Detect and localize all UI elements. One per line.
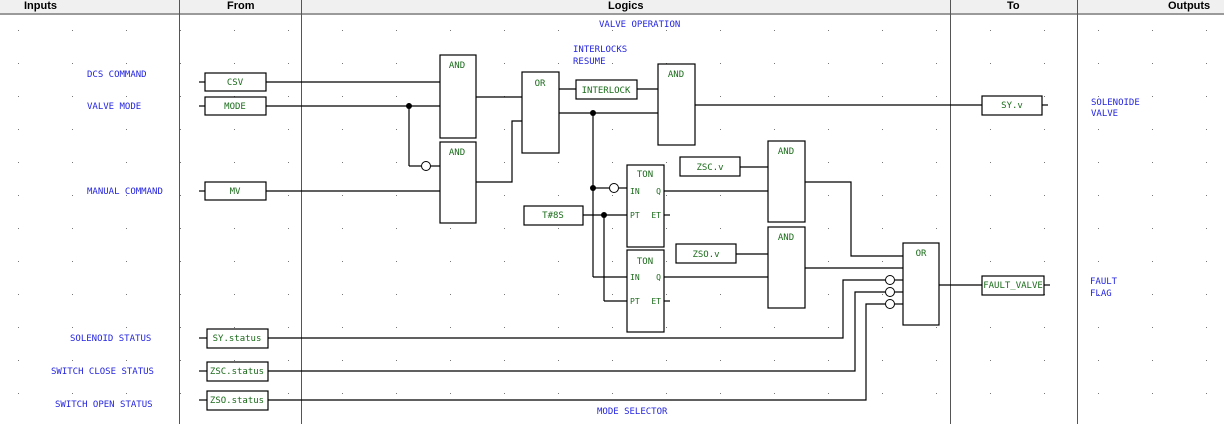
or-gate-2-label: OR xyxy=(916,249,927,259)
output-label-valve: VALVE xyxy=(1091,109,1118,119)
fault-valve-text: FAULT_VALVE xyxy=(983,281,1043,291)
and-gate-2[interactable] xyxy=(439,141,477,224)
sy-v-text: SY.v xyxy=(1001,101,1023,111)
header-logics[interactable]: Logics xyxy=(608,0,644,12)
and-gate-4-label: AND xyxy=(778,147,794,157)
and-gate-1[interactable] xyxy=(439,54,477,139)
and-gate-2-label: AND xyxy=(449,148,465,158)
time-preset-box[interactable] xyxy=(523,205,584,226)
zso-status-text: ZSO.status xyxy=(210,396,264,406)
output-label-solenoide: SOLENOIDE xyxy=(1091,98,1140,108)
input-label-switch-close-status: SWITCH CLOSE STATUS xyxy=(51,367,154,377)
header-inputs[interactable]: Inputs xyxy=(24,0,57,12)
input-label-solenoid-status: SOLENOID STATUS xyxy=(70,334,151,344)
and-gate-4[interactable] xyxy=(767,140,806,223)
ton-1-title: TON xyxy=(637,170,653,180)
logic-blocks xyxy=(204,54,1045,411)
csv-text: CSV xyxy=(227,78,244,88)
zso-status-input-box[interactable] xyxy=(206,390,269,411)
input-label-manual-command: MANUAL COMMAND xyxy=(87,187,163,197)
annotation-mode-selector: MODE SELECTOR xyxy=(597,407,668,417)
zsc-v-box[interactable] xyxy=(679,156,741,177)
interlock-text: INTERLOCK xyxy=(582,86,631,96)
and-gate-5[interactable] xyxy=(767,226,806,309)
zso-v-text: ZSO.v xyxy=(692,250,719,260)
annotation-resume: RESUME xyxy=(573,57,606,67)
ton-1-in: IN xyxy=(630,187,640,196)
input-label-switch-open-status: SWITCH OPEN STATUS xyxy=(55,400,153,410)
or-gate-2[interactable] xyxy=(902,242,940,326)
time-preset-text: T#8S xyxy=(542,211,564,221)
zso-v-box[interactable] xyxy=(675,243,737,264)
ton-timer-2[interactable] xyxy=(626,249,665,333)
zsc-status-input-box[interactable] xyxy=(206,361,269,382)
ton-1-q: Q xyxy=(656,187,661,196)
negation-circles xyxy=(421,161,895,309)
ton-2-et: ET xyxy=(651,297,661,306)
ton-timer-1[interactable] xyxy=(626,164,665,248)
wires xyxy=(199,81,1050,401)
header-outputs[interactable]: Outputs xyxy=(1168,0,1211,12)
ton-1-pt: PT xyxy=(630,211,640,220)
annotation-valve-operation: VALVE OPERATION xyxy=(599,20,680,30)
output-label-fault: FAULT xyxy=(1090,277,1118,287)
output-label-flag: FLAG xyxy=(1090,289,1112,299)
or-gate-1[interactable] xyxy=(521,71,560,154)
mv-text: MV xyxy=(230,187,241,197)
sy-v-output-box[interactable] xyxy=(981,95,1043,116)
ton-2-pt: PT xyxy=(630,297,640,306)
csv-input-box[interactable] xyxy=(204,72,267,92)
ton-2-title: TON xyxy=(637,257,653,267)
mode-text: MODE xyxy=(224,102,246,112)
and-gate-3-label: AND xyxy=(668,70,684,80)
or-gate-1-label: OR xyxy=(535,79,546,89)
header-from[interactable]: From xyxy=(227,0,255,12)
zsc-status-text: ZSC.status xyxy=(210,367,264,377)
mode-input-box[interactable] xyxy=(204,96,267,116)
ton-2-in: IN xyxy=(630,273,640,282)
input-label-valve-mode: VALVE MODE xyxy=(87,102,141,112)
junction-dots xyxy=(406,103,607,218)
and-gate-5-label: AND xyxy=(778,233,794,243)
ton-1-et: ET xyxy=(651,211,661,220)
and-gate-3[interactable] xyxy=(657,63,696,146)
annotation-interlocks: INTERLOCKS xyxy=(573,45,627,55)
column-header-bar: Inputs From Logics To Outputs xyxy=(0,0,1224,15)
and-gate-1-label: AND xyxy=(449,61,465,71)
ton-2-q: Q xyxy=(656,273,661,282)
fault-valve-output-box[interactable] xyxy=(981,275,1045,296)
sy-status-input-box[interactable] xyxy=(206,328,269,349)
header-to[interactable]: To xyxy=(1007,0,1020,12)
sy-status-text: SY.status xyxy=(213,334,262,344)
zsc-v-text: ZSC.v xyxy=(696,163,723,173)
input-label-dcs-command: DCS COMMAND xyxy=(87,70,147,80)
mv-input-box[interactable] xyxy=(204,181,267,201)
interlock-box[interactable] xyxy=(575,79,638,100)
column-dividers xyxy=(179,0,1078,424)
grid-dots xyxy=(18,30,1207,394)
